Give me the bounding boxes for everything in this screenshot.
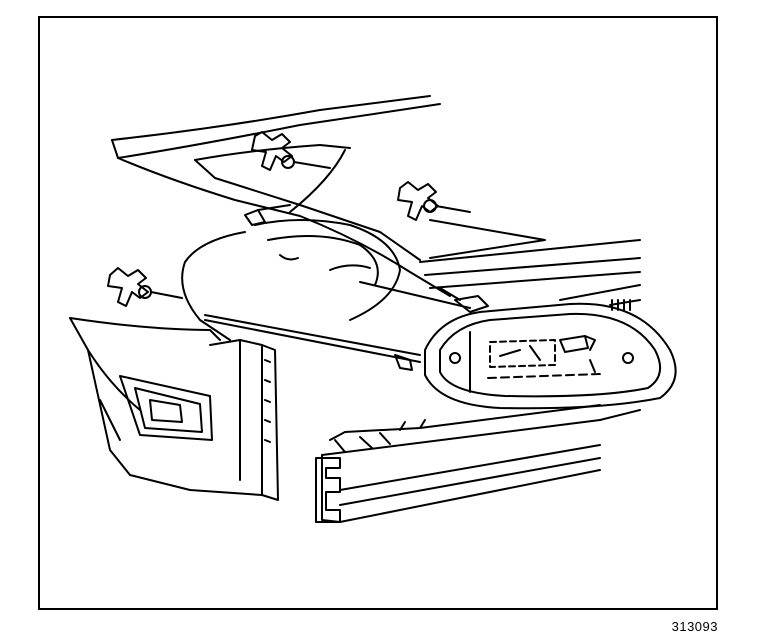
push-nut-upper-left-icon (252, 132, 330, 170)
push-nut-upper-right-icon (398, 182, 470, 220)
hood-edge (112, 96, 450, 296)
figure-id-label: 313093 (671, 619, 718, 634)
radiator-support-bracket (316, 405, 600, 522)
push-nut-lower-left-icon (108, 268, 182, 306)
headlamp-assembly (425, 304, 676, 409)
bumper-fascia (70, 318, 278, 500)
mounting-studs (205, 282, 595, 370)
illustration-frame (38, 16, 718, 610)
inner-fender (182, 205, 400, 340)
fender-panel (420, 220, 640, 420)
